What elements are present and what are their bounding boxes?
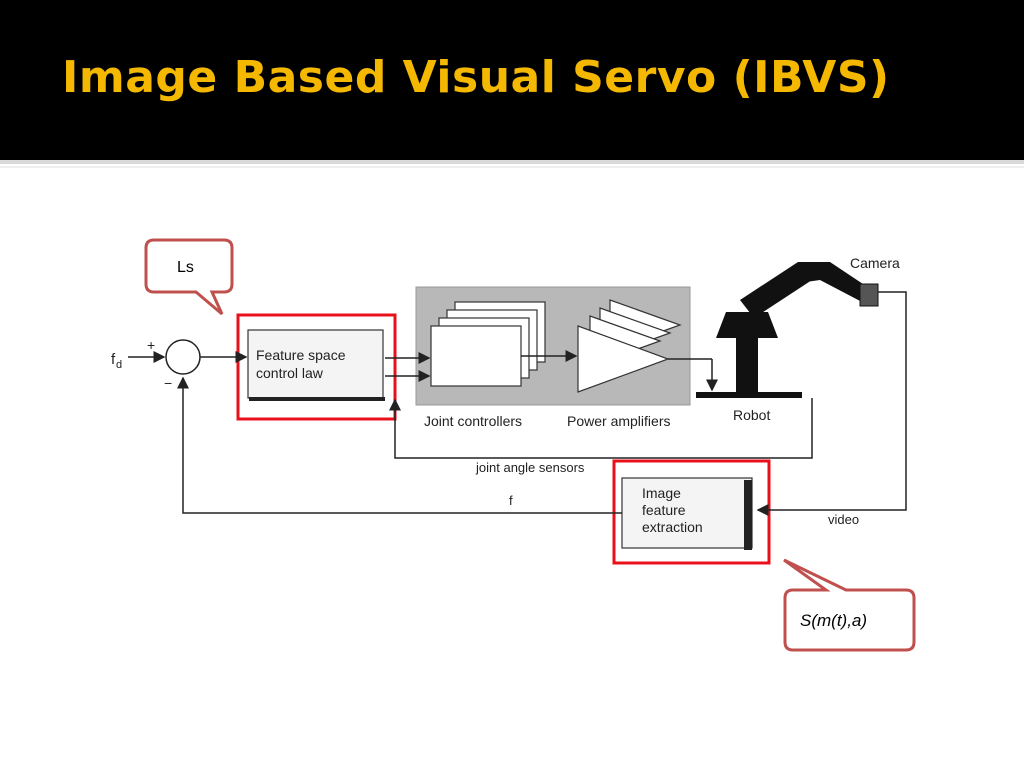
joint-angle-sensor-loop xyxy=(389,398,813,459)
ls-callout-text: Ls xyxy=(177,259,194,276)
power-amplifiers-stack xyxy=(577,299,682,393)
title-divider xyxy=(0,160,1024,164)
camera-label: Camera xyxy=(850,255,900,271)
extraction-label-3: extraction xyxy=(642,519,703,535)
extraction-shadow xyxy=(744,480,752,550)
feedback-f-label: f xyxy=(509,493,513,508)
control-law-label-2: control law xyxy=(256,365,324,381)
joint-controllers-stack xyxy=(430,301,546,387)
slide-title: Image Based Visual Servo (IBVS) xyxy=(62,52,890,103)
smt-callout xyxy=(783,558,916,652)
ls-callout xyxy=(144,238,234,316)
extraction-highlight xyxy=(612,459,771,565)
joint-controllers-label: Joint controllers xyxy=(424,413,522,429)
input-subscript: d xyxy=(116,359,122,371)
robot-arm-icon xyxy=(696,262,879,398)
feedback-wire xyxy=(177,376,622,514)
minus-sign: − xyxy=(164,375,172,391)
control-law-highlight xyxy=(236,313,397,421)
video-wire xyxy=(756,291,907,516)
smt-callout-text: S(m(t),a) xyxy=(800,611,867,630)
control-law-label-1: Feature space xyxy=(256,347,346,363)
joint-angle-sensors-label: joint angle sensors xyxy=(475,460,585,475)
summing-junction xyxy=(165,339,201,375)
title-divider-light xyxy=(0,166,1024,168)
plus-sign: + xyxy=(147,337,155,353)
title-bar: Image Based Visual Servo (IBVS) xyxy=(0,0,1024,160)
input-label: f xyxy=(111,351,116,368)
control-law-shadow xyxy=(249,397,385,401)
robot-label: Robot xyxy=(733,407,770,423)
power-amplifiers-label: Power amplifiers xyxy=(567,413,670,429)
extraction-label-1: Image xyxy=(642,485,681,501)
video-label: video xyxy=(828,512,859,527)
control-law-block xyxy=(247,329,384,399)
extraction-label-2: feature xyxy=(642,502,686,518)
